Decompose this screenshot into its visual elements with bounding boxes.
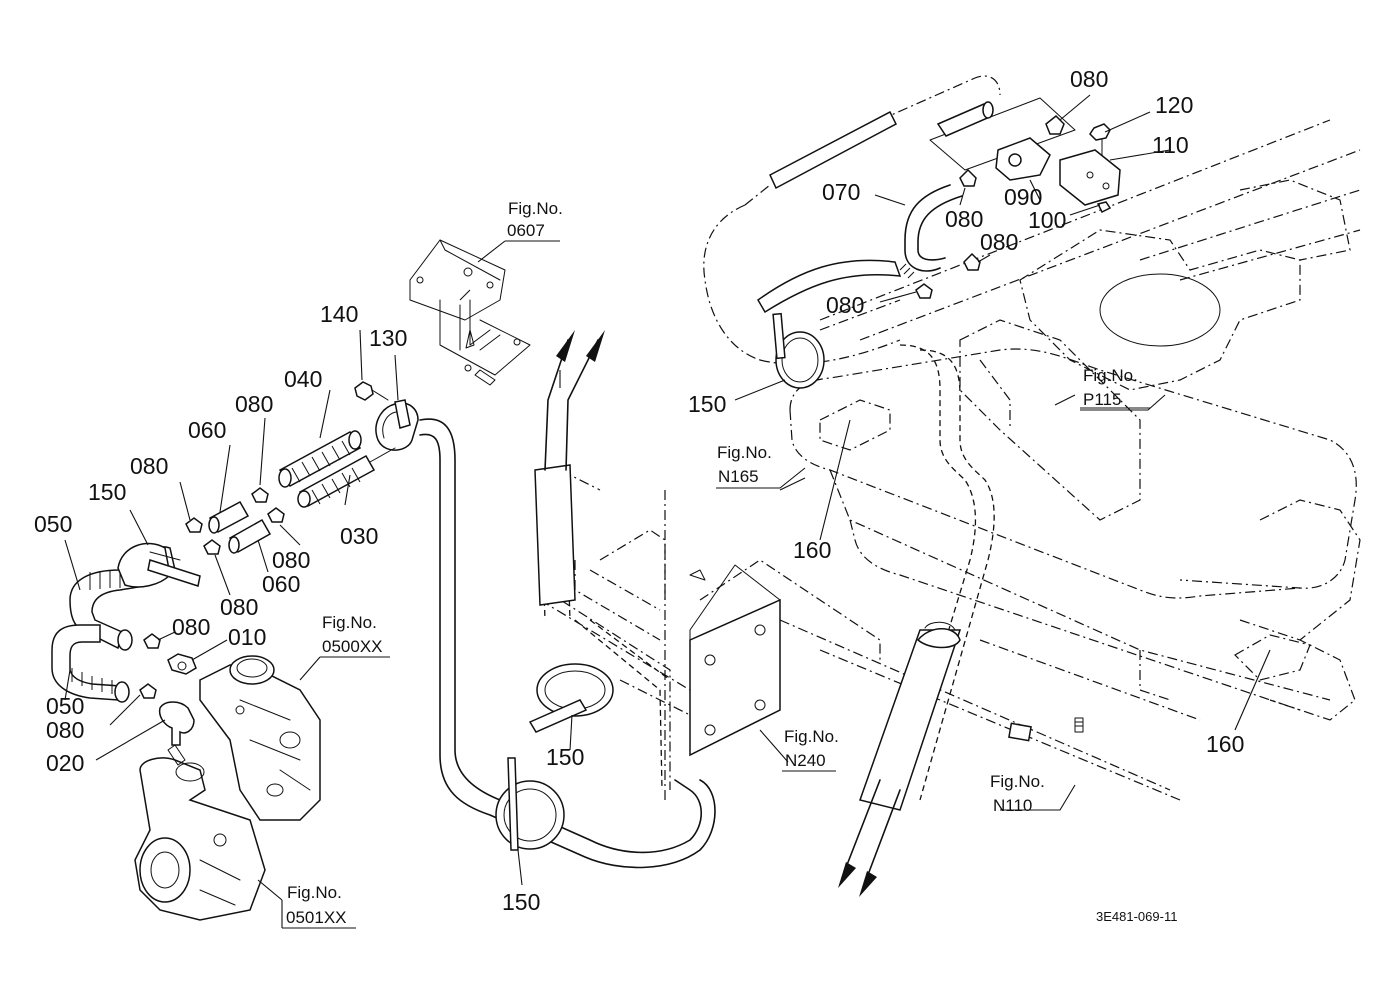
fig-ref-label: Fig.No. bbox=[322, 613, 377, 632]
callout-080: 080 bbox=[46, 717, 84, 743]
cable-tie-center bbox=[528, 663, 614, 733]
flow-arrows-down bbox=[838, 779, 901, 897]
figure-reference-0607: Fig.No. 0607 bbox=[477, 199, 563, 263]
figure-reference-p115: Fig.No. P115 bbox=[1080, 366, 1166, 411]
fig-ref-number: N110 bbox=[993, 796, 1032, 815]
callout-080: 080 bbox=[220, 594, 258, 620]
fig-ref-number: 0500XX bbox=[322, 637, 383, 656]
callout-060: 060 bbox=[262, 571, 300, 597]
hose-clamps-left bbox=[139, 487, 285, 699]
callout-050: 050 bbox=[46, 693, 84, 719]
fitting-010-020 bbox=[158, 653, 197, 746]
callout-080: 080 bbox=[1070, 66, 1108, 92]
callout-080: 080 bbox=[980, 229, 1018, 255]
callout-150: 150 bbox=[546, 744, 584, 770]
callout-labels: 080 120 110 070 090 080 100 080 080 150 … bbox=[34, 66, 1244, 915]
callout-080: 080 bbox=[172, 614, 210, 640]
bracket-0607 bbox=[409, 239, 531, 386]
hose-030 bbox=[297, 447, 396, 508]
overflow-hose bbox=[703, 75, 1001, 365]
fig-ref-number: P115 bbox=[1083, 390, 1121, 409]
figure-reference-0501xx: Fig.No. 0501XX bbox=[281, 883, 356, 929]
callout-150: 150 bbox=[502, 889, 540, 915]
fig-ref-label: Fig.No. bbox=[287, 883, 342, 902]
cable-tie-left bbox=[117, 542, 201, 588]
frame-bracket-center bbox=[534, 330, 881, 800]
hose-040 bbox=[278, 430, 362, 488]
callout-140: 140 bbox=[320, 301, 358, 327]
callout-120: 120 bbox=[1155, 92, 1193, 118]
cable-tie-top-right bbox=[772, 312, 825, 389]
figure-reference-n110: Fig.No. N110 bbox=[990, 772, 1045, 815]
callout-130: 130 bbox=[369, 325, 407, 351]
fig-ref-label: Fig.No. bbox=[784, 727, 839, 746]
callout-150: 150 bbox=[88, 479, 126, 505]
callout-020: 020 bbox=[46, 750, 84, 776]
callout-150: 150 bbox=[688, 391, 726, 417]
callout-080: 080 bbox=[945, 206, 983, 232]
hose-050-lower bbox=[51, 624, 130, 703]
callout-080: 080 bbox=[235, 391, 273, 417]
leader-lines bbox=[64, 94, 1271, 901]
clamp-130-140 bbox=[354, 381, 419, 451]
water-pump bbox=[134, 744, 266, 921]
cable-tie-bottom bbox=[495, 757, 565, 851]
fig-ref-label: Fig.No. bbox=[717, 443, 772, 462]
callout-060: 060 bbox=[188, 417, 226, 443]
fig-ref-number: 0607 bbox=[507, 221, 545, 240]
figure-reference-0500xx: Fig.No. 0500XX bbox=[320, 613, 390, 658]
injection-pump bbox=[199, 655, 321, 821]
figure-reference-n240: Fig.No. N240 bbox=[782, 727, 839, 772]
callout-030: 030 bbox=[340, 523, 378, 549]
document-id: 3E481-069-11 bbox=[1096, 909, 1177, 924]
callout-070: 070 bbox=[822, 179, 860, 205]
fuel-tank-frame-assembly bbox=[779, 119, 1361, 801]
hose-060 bbox=[208, 500, 272, 554]
fig-ref-label: Fig.No. bbox=[990, 772, 1045, 791]
callout-160: 160 bbox=[793, 537, 831, 563]
callout-040: 040 bbox=[284, 366, 322, 392]
callout-110: 110 bbox=[1152, 132, 1189, 158]
fig-ref-label: Fig.No. bbox=[1083, 366, 1138, 385]
callout-010: 010 bbox=[228, 624, 266, 650]
main-fuel-hose bbox=[419, 418, 716, 869]
callout-100: 100 bbox=[1028, 207, 1066, 233]
callout-090: 090 bbox=[1004, 184, 1042, 210]
fig-ref-number: 0501XX bbox=[286, 908, 347, 927]
fig-ref-number: N165 bbox=[718, 467, 759, 486]
callout-080: 080 bbox=[130, 453, 168, 479]
callout-080: 080 bbox=[272, 547, 310, 573]
fuel-valve-unit bbox=[904, 97, 1121, 299]
callout-050: 050 bbox=[34, 511, 72, 537]
fuel-lines-center-right bbox=[859, 344, 995, 811]
fig-ref-label: Fig.No. bbox=[508, 199, 563, 218]
fig-ref-number: N240 bbox=[785, 751, 826, 770]
callout-160: 160 bbox=[1206, 731, 1244, 757]
figure-reference-n165: Fig.No. N165 bbox=[716, 443, 806, 489]
callout-080: 080 bbox=[826, 292, 864, 318]
